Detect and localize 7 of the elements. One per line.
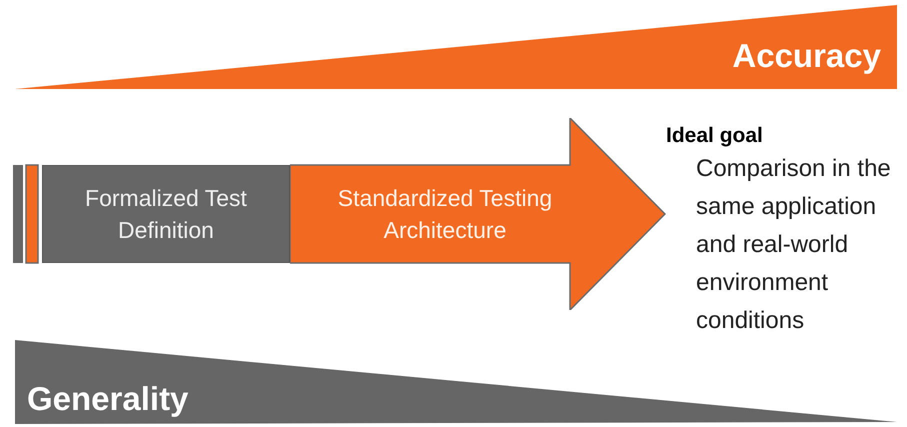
- process-box: [42, 165, 290, 263]
- box-label: Formalized Test Definition: [84, 184, 248, 245]
- wedge-label: Generality: [27, 382, 188, 415]
- arrow-label: Standardized Testing Architecture: [336, 184, 554, 245]
- goal-description: Comparison in the same application and real-world environment conditions: [696, 154, 892, 336]
- goal-heading: Ideal goal: [666, 123, 764, 149]
- wedge-label: Accuracy: [732, 39, 881, 72]
